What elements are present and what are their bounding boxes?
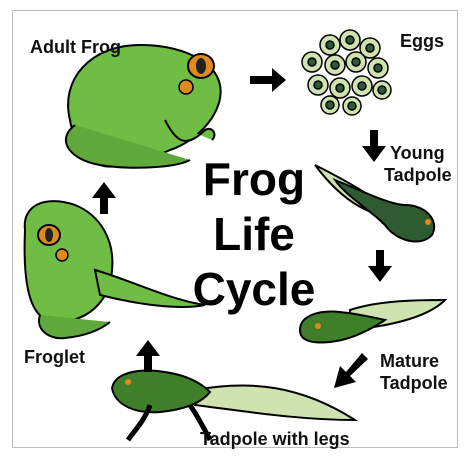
arrow-froglet-to-adult-icon: [92, 182, 116, 214]
arrow-eggs-to-young-tadpole-icon: [362, 130, 386, 162]
title-line-3: Cycle: [154, 265, 354, 313]
title-line-1: Frog: [154, 155, 354, 203]
label-young-tadpole-line2: Tadpole: [384, 164, 452, 186]
arrow-legs-to-froglet-icon: [136, 340, 160, 372]
label-young-tadpole-line1: Young: [390, 142, 445, 164]
label-eggs: Eggs: [400, 30, 444, 52]
adult-frog-illustration: [66, 45, 221, 168]
label-mature-tadpole-line1: Mature: [380, 350, 439, 372]
arrow-young-to-mature-tadpole-icon: [368, 250, 392, 282]
arrow-adult-to-eggs-icon: [250, 68, 286, 92]
label-mature-tadpole-line2: Tadpole: [380, 372, 448, 394]
title-line-2: Life: [154, 210, 354, 258]
label-tadpole-with-legs: Tadpole with legs: [200, 428, 350, 450]
label-froglet: Froglet: [24, 346, 85, 368]
eggs-illustration: [302, 30, 391, 115]
arrow-mature-to-legs-tadpole-icon: [334, 353, 368, 388]
label-adult-frog: Adult Frog: [30, 36, 121, 58]
